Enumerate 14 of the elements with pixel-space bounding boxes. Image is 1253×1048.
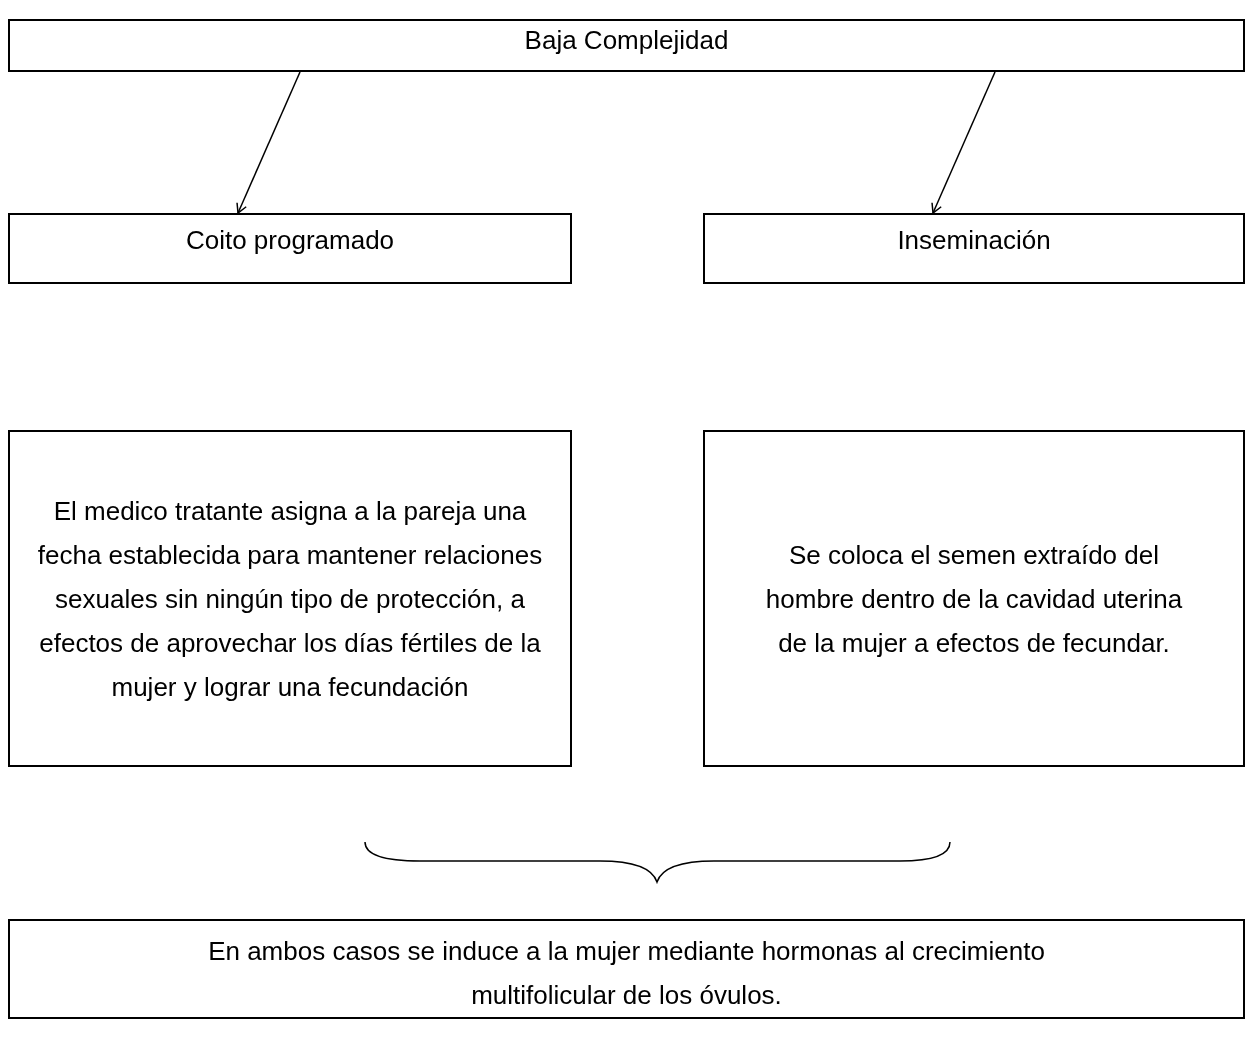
box-text: En ambos casos se induce a la mujer mediante hormonas al crecimiento multifolicular de los óvulos. xyxy=(207,935,1046,1012)
text-box xyxy=(8,213,572,284)
box-text: Coito programado xyxy=(185,225,395,257)
arrow xyxy=(931,71,996,214)
text-box xyxy=(8,19,1245,72)
box-text: Inseminación xyxy=(897,225,1051,257)
text-box xyxy=(8,919,1245,1019)
arrow xyxy=(236,71,301,214)
box-text: Se coloca el semen extraído del hombre dentro de la cavidad uterina de la mujer a efectos de fecundar. xyxy=(764,538,1184,660)
box-text: Baja Complejidad xyxy=(524,25,729,57)
text-box xyxy=(703,430,1245,767)
text-box xyxy=(703,213,1245,284)
box-text: El medico tratante asigna a la pareja una fecha establecida para mantener relaciones sexuales sin ningún tipo de protección, a efectos de aprovechar los días fértiles de la mujer y lograr una fecundación xyxy=(36,494,544,704)
text-box xyxy=(8,430,572,767)
